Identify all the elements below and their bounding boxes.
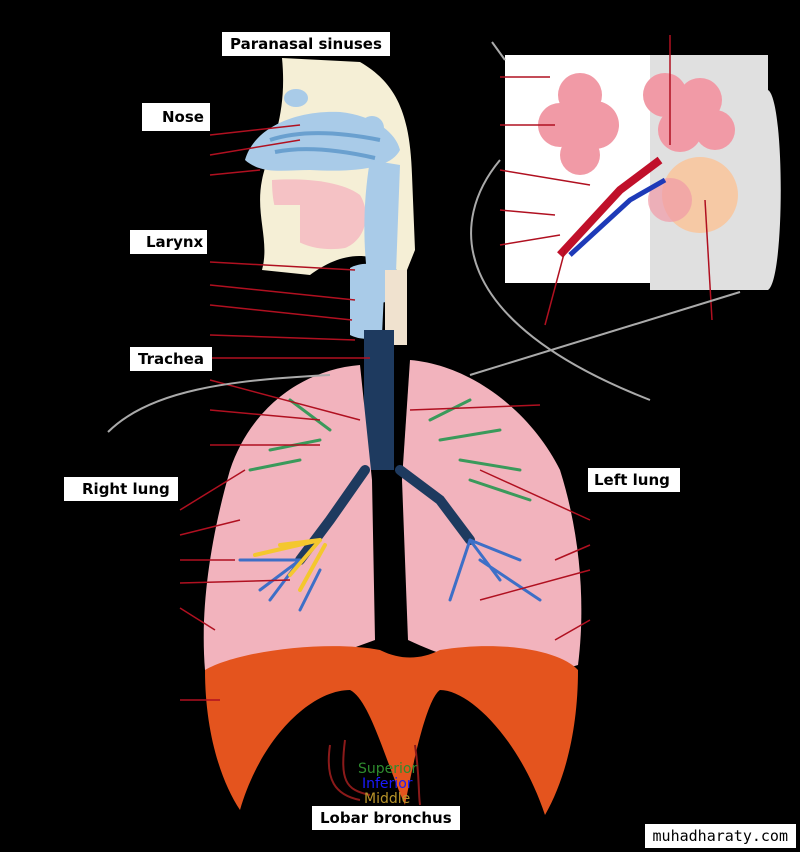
bronchial-tree-right — [238, 398, 370, 612]
alveoli-cluster — [538, 73, 738, 233]
watermark: muhadharaty.com — [644, 824, 796, 848]
pulmonary-artery — [557, 156, 663, 258]
frontal-sinus — [284, 89, 308, 107]
label-paranasal-sinuses: Paranasal sinuses — [222, 32, 390, 56]
larynx-shape — [350, 263, 385, 339]
diaphragm — [205, 646, 578, 815]
lobar-leader-lines — [327, 739, 421, 806]
label-trachea: Trachea — [130, 347, 212, 371]
turbinate — [274, 147, 376, 160]
label-nose: Nose — [142, 103, 210, 131]
trachea-shape — [364, 330, 394, 470]
pulmonary-vein — [568, 177, 667, 257]
right-lung-shape — [203, 365, 375, 677]
label-larynx: Larynx — [130, 230, 208, 254]
lobe-middle: Middle — [364, 791, 411, 807]
lobe-inferior: Inferior — [362, 776, 413, 792]
teeth — [270, 205, 300, 250]
label-left-lung: Left lung — [588, 468, 680, 492]
label-right-lung: Right lung — [64, 477, 178, 501]
esophagus — [385, 270, 407, 345]
label-lobar-bronchus: Lobar bronchus — [312, 806, 460, 830]
inset-connector — [107, 41, 741, 433]
sphenoid-sinus — [360, 116, 384, 140]
turbinate — [269, 131, 381, 142]
lobe-superior: Superior — [358, 761, 418, 777]
bronchial-tree-left — [395, 398, 542, 602]
